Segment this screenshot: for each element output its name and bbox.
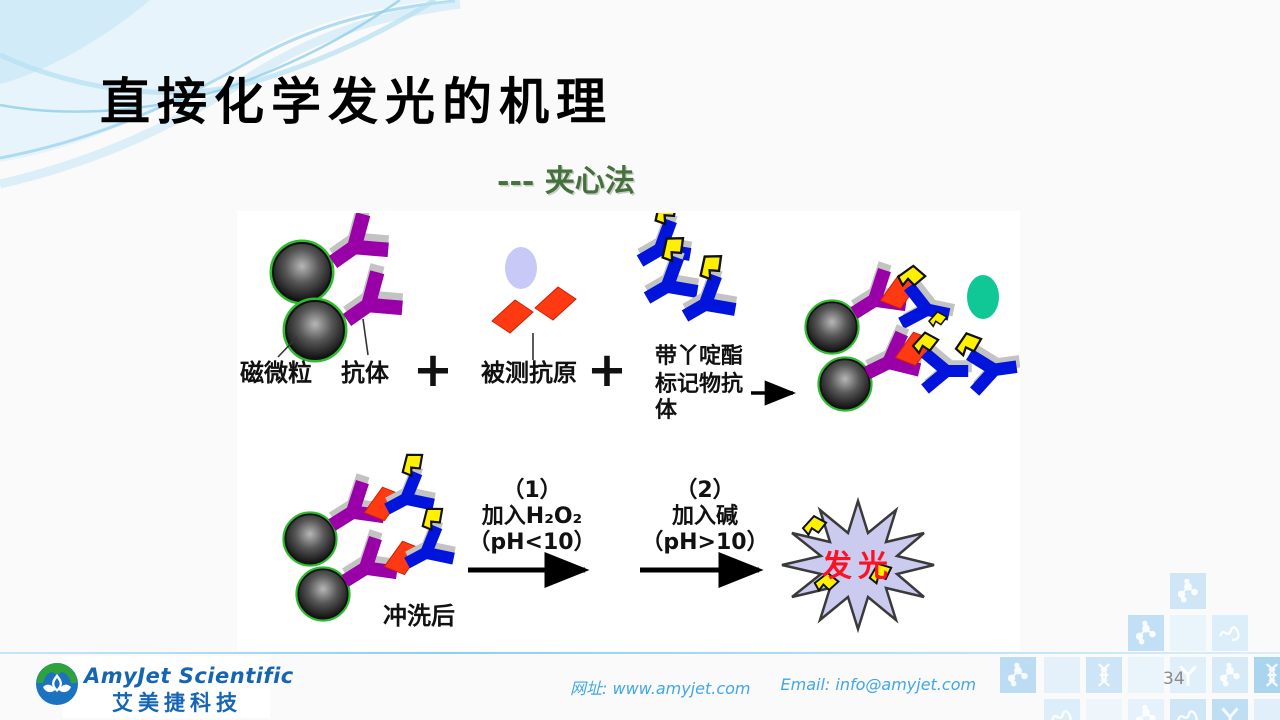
subtitle: --- 夹心法 — [497, 164, 635, 199]
page-title: 直接化学发光的机理 — [100, 72, 613, 131]
bead-antibody-unit: 磁微粒 抗体 — [240, 213, 406, 387]
sandwich-assay-diagram: 磁微粒 抗体 + 被测抗原 + 带丫啶酯 标记物抗 体 — [240, 213, 1020, 634]
magnetic-bead — [269, 239, 335, 305]
step2-ph: （pH>10） — [641, 530, 768, 555]
mosaic-tile — [1044, 657, 1080, 693]
callout-line — [362, 318, 369, 356]
label-tracer-line3: 体 — [655, 398, 678, 423]
protein-icon — [1219, 626, 1240, 641]
website-text: 网址: www.amyjet.com — [570, 675, 751, 699]
step2-reagent: 加入碱 — [671, 503, 738, 529]
plus-sign: + — [587, 342, 627, 398]
antibody-icon — [1221, 707, 1239, 720]
label-tracer-line1: 带丫啶酯 — [655, 343, 743, 369]
page-number: 34 — [1163, 669, 1185, 689]
dna-icon — [1097, 663, 1111, 687]
luminescence-burst: 发光 — [781, 496, 935, 634]
step1-number: （1） — [502, 478, 561, 503]
logo-background — [62, 656, 270, 718]
mosaic-tile — [1000, 657, 1036, 693]
green-protein-ellipse — [967, 275, 999, 319]
mosaic-tile — [1254, 699, 1280, 720]
brand-name: AmyJet Scientific — [84, 664, 294, 688]
mosaic-tile — [1212, 615, 1248, 651]
immune-complex — [804, 263, 1020, 412]
email-address: info@amyjet.com — [835, 675, 977, 694]
label-antibody: 抗体 — [341, 359, 390, 387]
label-antigen: 被测抗原 — [481, 359, 577, 387]
magnetic-bead — [817, 356, 873, 412]
email-text: Email: info@amyjet.com — [781, 675, 977, 699]
antigen-diamond — [491, 299, 534, 334]
step1-ph: （pH<10） — [468, 530, 595, 555]
mosaic-tile — [1212, 699, 1248, 720]
plus-sign: + — [413, 342, 453, 398]
magnetic-bead — [804, 299, 860, 355]
label-washed: 冲洗后 — [383, 602, 455, 630]
step1-reagent: 加入H₂O₂ — [481, 504, 582, 529]
washed-complex: 冲洗后 — [282, 449, 466, 630]
reaction-step-1: （1） 加入H₂O₂ （pH<10） — [468, 478, 596, 588]
antigen-diamond — [534, 286, 577, 321]
tracer-antibody — [619, 213, 702, 278]
mosaic-tile — [1170, 699, 1206, 720]
magnetic-bead — [282, 297, 348, 363]
callout-line — [277, 336, 298, 358]
reaction-step-2: （2） 加入碱 （pH>10） — [640, 478, 769, 588]
molecule-icon — [1007, 662, 1028, 687]
email-label: Email: — [780, 675, 831, 694]
molecule-icon — [1177, 578, 1198, 603]
tracer-antibody — [954, 327, 1020, 394]
tracer-antibody-unit: 带丫啶酯 标记物抗 体 — [619, 213, 747, 423]
carrier-ellipse — [505, 247, 537, 289]
mosaic-tile — [1128, 657, 1164, 693]
molecule-icon — [1135, 704, 1156, 720]
dna-icon — [1265, 663, 1279, 687]
molecule-icon — [1219, 662, 1240, 687]
label-tracer-line2: 标记物抗 — [655, 371, 743, 397]
starburst-shape — [781, 496, 935, 634]
footer-divider — [0, 652, 1280, 654]
amyjet-logo — [36, 663, 78, 705]
mosaic-tile — [1170, 615, 1206, 651]
antigen-unit: 被测抗原 — [481, 247, 577, 387]
mosaic-tile — [1212, 657, 1248, 693]
step2-number: （2） — [675, 478, 734, 503]
mosaic-tile — [1170, 573, 1206, 609]
magnetic-bead — [282, 511, 338, 567]
brand-name-chinese: 艾美捷科技 — [112, 691, 242, 715]
magnetic-bead — [295, 566, 351, 622]
label-magnetic-particle: 磁微粒 — [240, 359, 312, 387]
mosaic-tile — [1128, 699, 1164, 720]
mosaic-tile — [1044, 699, 1080, 720]
mosaic-tile — [1128, 615, 1164, 651]
website-url: www.amyjet.com — [612, 679, 751, 698]
mosaic-tile — [1254, 657, 1280, 693]
website-label: 网址: — [570, 679, 608, 698]
contact-info: 网址: www.amyjet.com Email: info@amyjet.co… — [570, 675, 976, 699]
label-luminescence: 发光 — [821, 549, 894, 584]
mosaic-tile — [1086, 657, 1122, 693]
protein-icon — [1051, 710, 1072, 720]
molecule-icon — [1135, 620, 1156, 645]
protein-icon — [1177, 710, 1198, 720]
mosaic-tile — [1086, 699, 1122, 720]
